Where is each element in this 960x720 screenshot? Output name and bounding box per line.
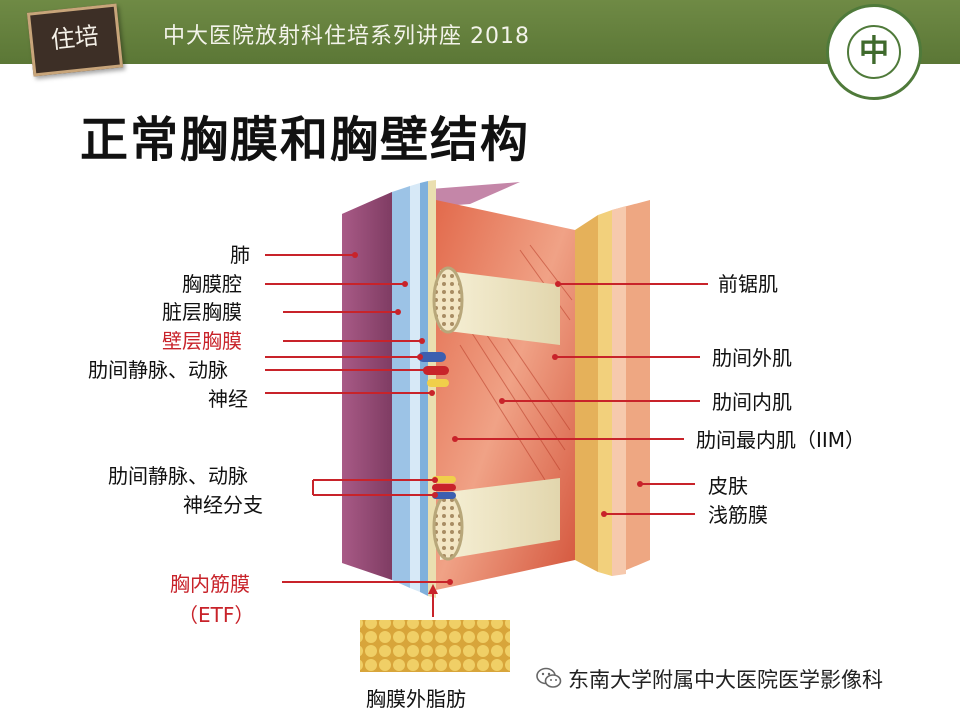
label-internal-intercostal: 肋间内肌 [712, 390, 792, 414]
label-lung: 肺 [230, 243, 250, 267]
fat-caption: 胸膜外脂肪 [366, 687, 466, 711]
label-innermost-intercostal: 肋间最内肌（IIM） [696, 428, 866, 452]
header-title: 中大医院放射科住培系列讲座 2018 [163, 24, 530, 49]
watermark: 东南大学附属中大医院医学影像科 [568, 668, 883, 692]
fat-pointer-head [428, 584, 438, 594]
lung-block [342, 192, 392, 580]
intercostal-artery-lower [432, 484, 456, 491]
lower-rib-section [432, 493, 464, 561]
upper-rib-section [432, 266, 464, 334]
upper-rib [440, 270, 560, 345]
label-pleural-cavity: 胸膜腔 [182, 272, 242, 296]
logo-emblem: 中 [847, 25, 901, 79]
page-title: 正常胸膜和胸壁结构 [80, 112, 531, 168]
lower-rib [440, 478, 560, 560]
nerve-branch-lower [432, 476, 456, 483]
skin-edge [612, 206, 626, 576]
wechat-icon [536, 667, 562, 688]
intercostal-artery-upper [423, 366, 449, 375]
hospital-logo: 中 [826, 4, 922, 100]
label-visceral-pleura: 脏层胸膜 [162, 300, 242, 324]
pleural-cavity [410, 183, 420, 592]
label-nerve: 神经 [208, 387, 248, 411]
label-intercostal-vessels-2: 肋间静脉、动脉 [108, 464, 248, 488]
label-serratus-anterior: 前锯肌 [718, 272, 778, 296]
label-etf: 胸内筋膜 [170, 572, 250, 596]
label-skin: 皮肤 [708, 474, 748, 498]
label-intercostal-vessels: 肋间静脉、动脉 [88, 358, 228, 382]
header-bar: 住培 中大医院放射科住培系列讲座 2018 中 [0, 0, 960, 100]
intercostal-vein-lower [432, 492, 456, 499]
extrapleural-fat [360, 620, 510, 672]
label-nerve-branch: 神经分支 [183, 493, 263, 517]
nerve-upper [427, 379, 449, 387]
label-superficial-fascia: 浅筋膜 [708, 503, 768, 527]
label-parietal-pleura: 壁层胸膜 [162, 329, 242, 353]
superficial-fascia [598, 210, 612, 576]
label-external-intercostal: 肋间外肌 [712, 346, 792, 370]
label-etf-abbr: （ETF） [178, 603, 255, 627]
parietal-pleura [420, 181, 428, 596]
intercostal-vein-upper [418, 352, 446, 362]
visceral-pleura [392, 186, 410, 588]
serratus-anterior [575, 215, 598, 572]
